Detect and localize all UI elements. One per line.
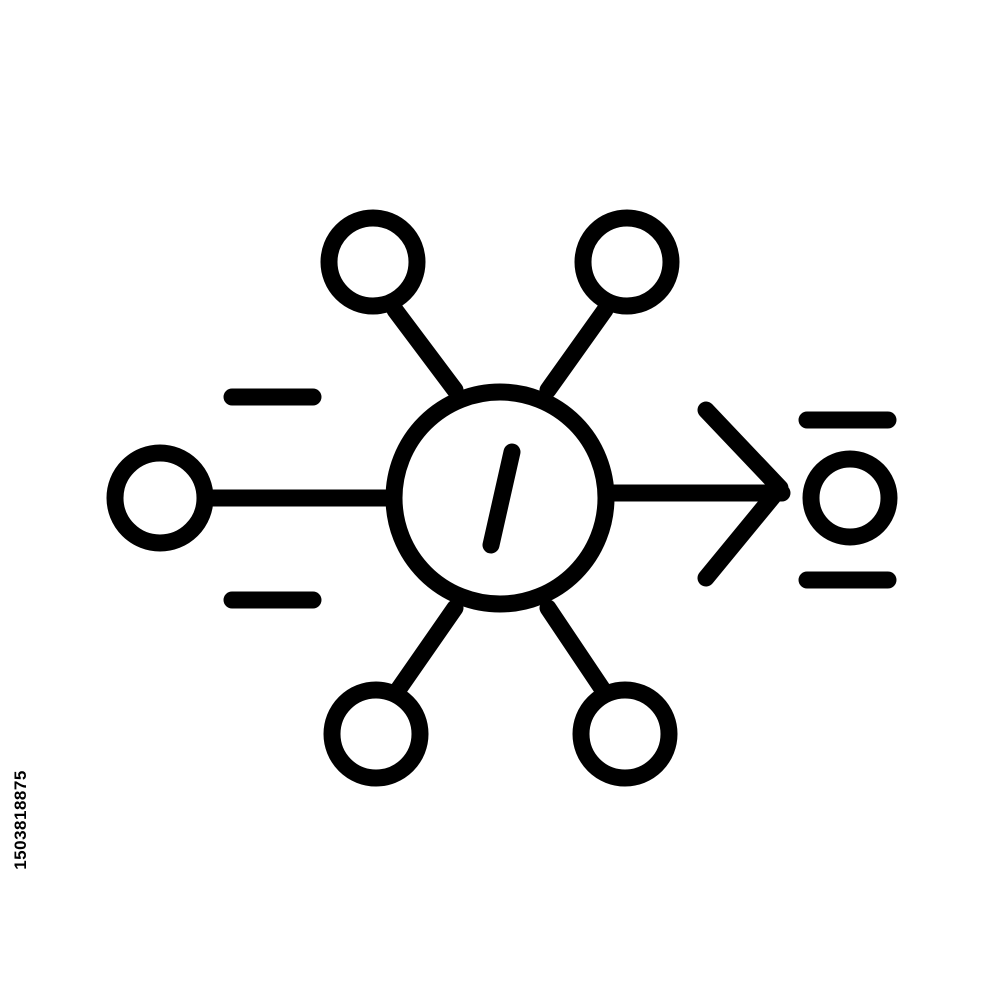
node-top-left xyxy=(320,209,426,315)
arrow-head-icon xyxy=(697,401,789,587)
spoke-top-left xyxy=(386,301,464,399)
center-hub-node xyxy=(385,383,615,613)
node-left xyxy=(106,444,214,552)
node-bottom-right xyxy=(572,681,678,787)
spoke-top-right xyxy=(539,301,614,399)
spoke-bottom-left xyxy=(389,599,464,699)
node-right-target xyxy=(802,450,898,546)
watermark-id: 1503818875 xyxy=(6,755,36,885)
spoke-bottom-right xyxy=(539,599,612,699)
center-slash-icon xyxy=(482,443,521,554)
node-bottom-left xyxy=(323,681,429,787)
node-top-right xyxy=(574,209,680,315)
watermark-id-text: 1503818875 xyxy=(11,770,30,870)
